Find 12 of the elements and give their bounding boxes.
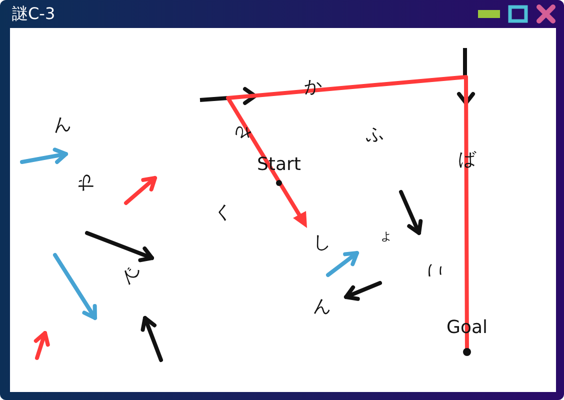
- puzzle-text: で: [120, 265, 146, 287]
- puzzle-text: し: [313, 232, 331, 254]
- puzzle-text: さ: [232, 124, 254, 142]
- puzzle-text: か: [303, 75, 323, 99]
- puzzle-text: く: [214, 202, 232, 224]
- puzzle-text: や: [73, 170, 101, 196]
- puzzle-text: ふ: [366, 124, 384, 146]
- puzzle-text: ん: [313, 296, 331, 318]
- puzzle-text: ょ: [379, 227, 393, 246]
- puzzle-text: こ: [424, 262, 446, 280]
- puzzle-text: ん: [51, 112, 73, 138]
- window-title: 謎C-3: [12, 4, 56, 24]
